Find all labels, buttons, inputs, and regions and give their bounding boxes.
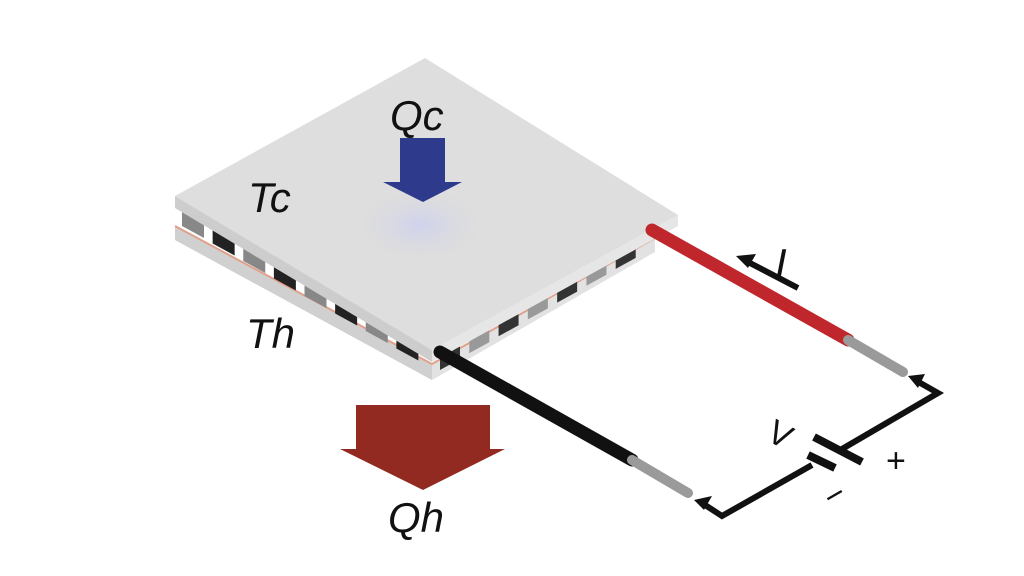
current-arrowhead-icon [908,374,925,388]
circuit [700,377,945,520]
current-arrow-icon [736,254,800,291]
th-label: Th [246,310,295,357]
heat-out-arrow-icon [340,405,505,490]
negative-wire [433,345,693,498]
tc-label: Tc [248,174,291,221]
current-label: I [775,240,787,287]
minus-label: − [817,474,853,517]
hot-plate [174,225,656,380]
leg [498,311,519,337]
qh-label: Qh [388,494,444,541]
current-arrowhead-icon [694,496,712,510]
leg [243,247,266,273]
heat-in-arrow-icon [383,138,462,202]
cold-plate [175,58,678,362]
leg [212,229,235,256]
positive-wire [645,223,908,377]
leg [273,264,296,291]
leg [182,212,204,238]
qc-label: Qc [390,92,444,139]
leg [469,328,490,354]
plus-label: + [886,442,906,480]
voltage-label: V [761,413,799,457]
